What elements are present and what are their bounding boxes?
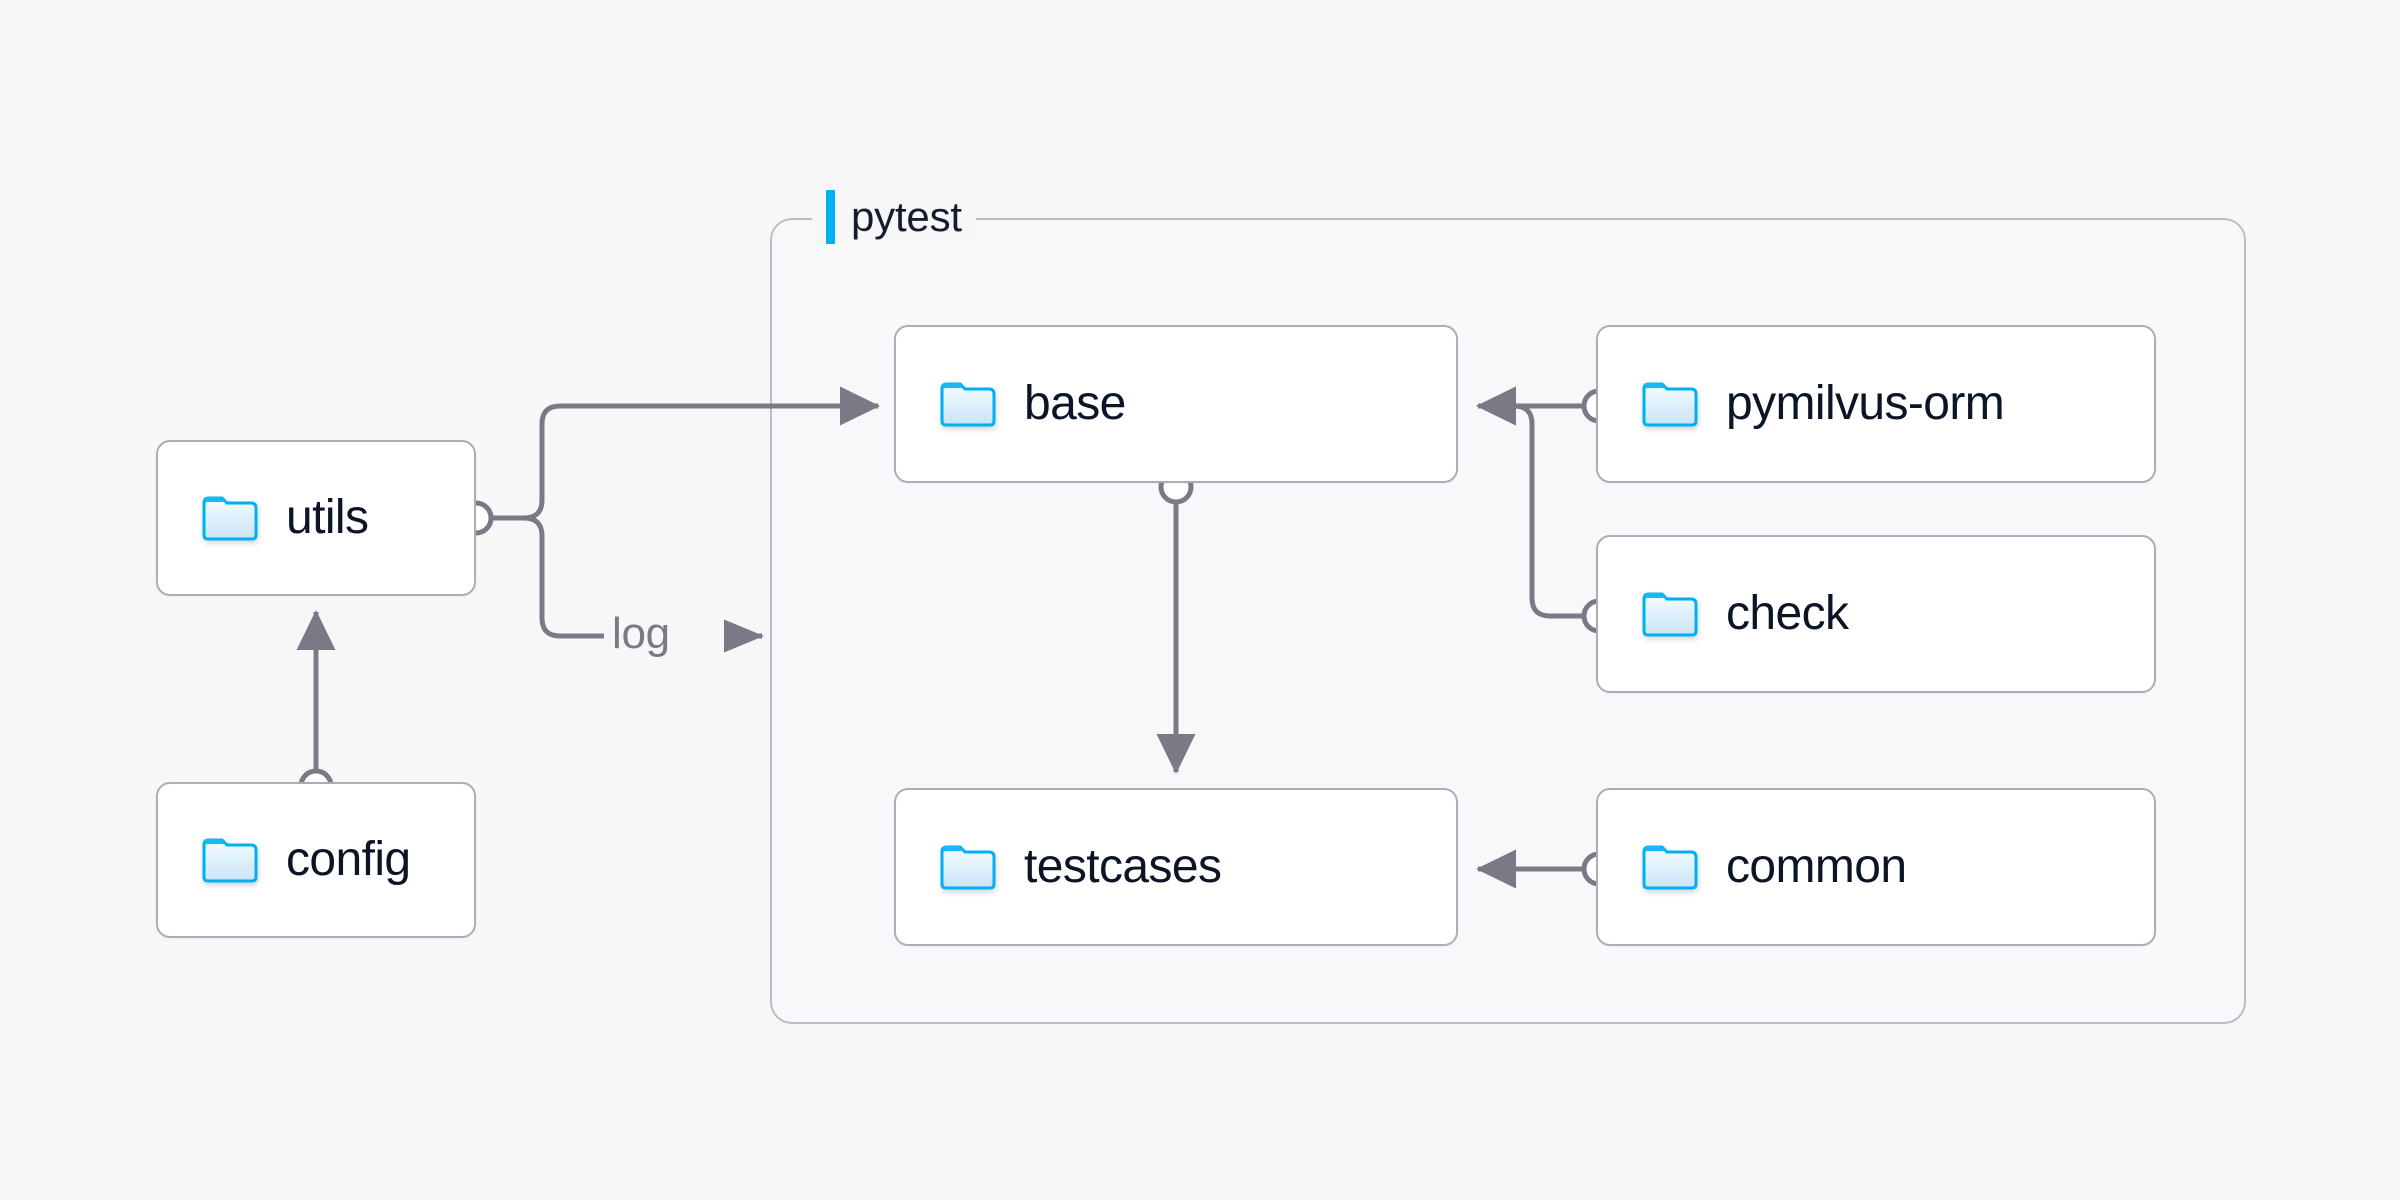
edge-check-to-base	[1475, 386, 1584, 619]
folder-icon	[202, 838, 258, 883]
node-label: config	[286, 833, 411, 886]
node-label: testcases	[1024, 840, 1222, 893]
node-config[interactable]: config	[156, 782, 476, 938]
group-label-pytest: pytest	[812, 190, 976, 244]
node-testcases[interactable]: testcases	[894, 788, 1458, 946]
node-base[interactable]: base	[894, 325, 1458, 483]
node-utils[interactable]: utils	[156, 440, 476, 596]
edge-utils-to-base	[492, 386, 881, 521]
folder-icon	[1642, 382, 1698, 427]
node-label: check	[1726, 587, 1849, 640]
node-pymilvus-orm[interactable]: pymilvus-orm	[1596, 325, 2156, 483]
node-label: pymilvus-orm	[1726, 377, 2005, 430]
folder-icon	[940, 845, 996, 890]
group-accent-bar	[826, 190, 835, 244]
group-title-text: pytest	[851, 193, 962, 240]
edge-utils-to-log	[492, 515, 604, 639]
folder-icon	[940, 382, 996, 427]
node-check[interactable]: check	[1596, 535, 2156, 693]
node-label: common	[1726, 840, 1907, 893]
folder-icon	[202, 496, 258, 541]
edge-label-log: log	[604, 612, 678, 656]
folder-icon	[1642, 845, 1698, 890]
node-common[interactable]: common	[1596, 788, 2156, 946]
node-label: utils	[286, 491, 369, 544]
node-label: base	[1024, 377, 1126, 430]
folder-icon	[1642, 592, 1698, 637]
